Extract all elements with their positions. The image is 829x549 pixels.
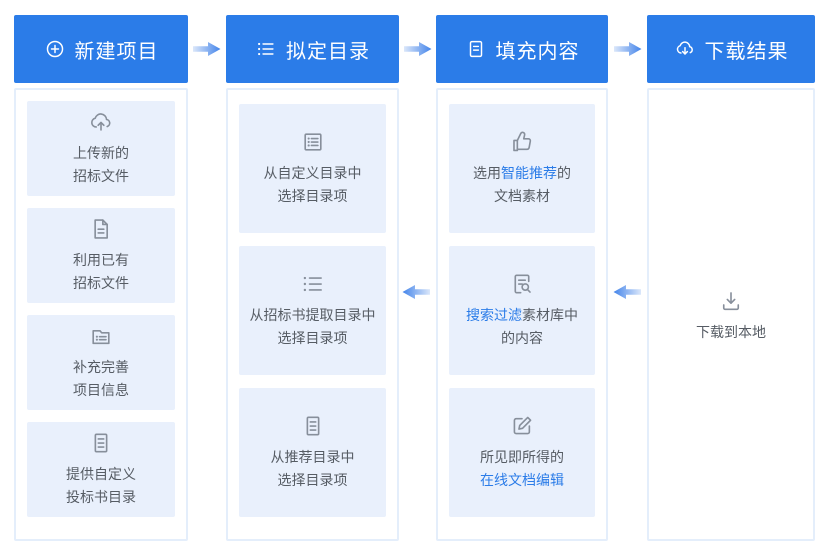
card-text: 提供自定义 投标书目录 xyxy=(66,466,136,505)
card-wysiwyg-online-editing: 所见即所得的 在线文档编辑 xyxy=(449,388,595,517)
list-icon xyxy=(255,38,277,60)
card-select-from-extracted-toc: 从招标书提取目录中 选择目录项 xyxy=(239,246,386,375)
card-search-filter-material: 搜索过滤素材库中 的内容 xyxy=(449,246,595,375)
cloud-download-icon xyxy=(674,38,696,60)
card-text: 选用智能推荐的 文档素材 xyxy=(473,165,571,204)
header-fill-content: 填充内容 xyxy=(436,15,608,83)
card-text: 利用已有 招标文件 xyxy=(73,252,129,291)
card-select-from-recommended-toc: 从推荐目录中 选择目录项 xyxy=(239,388,386,517)
card-text: 从自定义目录中 选择目录项 xyxy=(263,165,362,204)
header-label: 拟定目录 xyxy=(286,40,370,63)
thumbs-up-icon xyxy=(509,129,535,155)
card-text: 补充完善 项目信息 xyxy=(73,359,129,398)
column-create-project: 新建项目 上传新的 招标文件 利用已有 招标文件 xyxy=(14,15,188,541)
accent-text: 搜索过滤 xyxy=(466,307,522,323)
download-to-local: 下载到本地 xyxy=(696,288,766,342)
flow-arrow-right-icon xyxy=(614,40,642,58)
accent-text: 在线文档编辑 xyxy=(480,472,564,488)
document-list-icon xyxy=(300,413,326,439)
card-text: 搜索过滤素材库中 的内容 xyxy=(466,307,578,346)
card-upload-new-bid-file: 上传新的 招标文件 xyxy=(27,101,175,196)
header-create-project: 新建项目 xyxy=(14,15,188,83)
flow-arrow-right-icon xyxy=(404,40,432,58)
card-text: 从招标书提取目录中 选择目录项 xyxy=(249,307,376,346)
card-text: 所见即所得的 在线文档编辑 xyxy=(480,446,564,492)
panel-fill-content: 选用智能推荐的 文档素材 搜索过滤素材库中 的内容 所见即所得的 xyxy=(436,88,608,541)
document-list-icon xyxy=(88,430,114,456)
file-icon xyxy=(88,216,114,242)
document-icon xyxy=(465,38,487,60)
list-icon xyxy=(300,271,326,297)
card-select-from-custom-toc: 从自定义目录中 选择目录项 xyxy=(239,104,386,233)
project-info-icon xyxy=(88,323,114,349)
panel-draft-toc: 从自定义目录中 选择目录项 从招标书提取目录中 选择目录项 从推荐目录中 xyxy=(226,88,399,541)
edit-icon xyxy=(509,413,535,439)
column-fill-content: 填充内容 选用智能推荐的 文档素材 搜索过滤素材库中 的内容 xyxy=(436,15,608,541)
download-label: 下载到本地 xyxy=(696,323,766,340)
card-text: 上传新的 招标文件 xyxy=(73,145,129,184)
accent-text: 智能推荐 xyxy=(501,165,557,181)
download-icon xyxy=(718,288,744,314)
card-use-existing-bid-file: 利用已有 招标文件 xyxy=(27,208,175,303)
card-text: 从推荐目录中 选择目录项 xyxy=(270,449,355,488)
panel-download-result: 下载到本地 xyxy=(647,88,815,541)
header-label: 下载结果 xyxy=(704,40,789,63)
panel-create-project: 上传新的 招标文件 利用已有 招标文件 补充完善 项目信 xyxy=(14,88,188,541)
header-draft-toc: 拟定目录 xyxy=(226,15,399,83)
card-provide-custom-toc: 提供自定义 投标书目录 xyxy=(27,422,175,517)
header-label: 新建项目 xyxy=(74,40,159,63)
column-download-result: 下载结果 下载到本地 xyxy=(647,15,815,541)
file-search-icon xyxy=(509,271,535,297)
list-box-icon xyxy=(300,129,326,155)
flow-arrow-left-icon xyxy=(613,283,641,301)
card-smart-recommend-material: 选用智能推荐的 文档素材 xyxy=(449,104,595,233)
flow-arrow-left-icon xyxy=(402,283,430,301)
card-complete-project-info: 补充完善 项目信息 xyxy=(27,315,175,410)
column-draft-toc: 拟定目录 从自定义目录中 选择目录项 从招标书提取目录中 选择目录项 xyxy=(226,15,399,541)
plus-circle-icon xyxy=(44,38,66,60)
header-label: 填充内容 xyxy=(495,40,580,63)
header-download-result: 下载结果 xyxy=(647,15,815,83)
cloud-upload-icon xyxy=(88,109,114,135)
flow-arrow-right-icon xyxy=(193,40,221,58)
